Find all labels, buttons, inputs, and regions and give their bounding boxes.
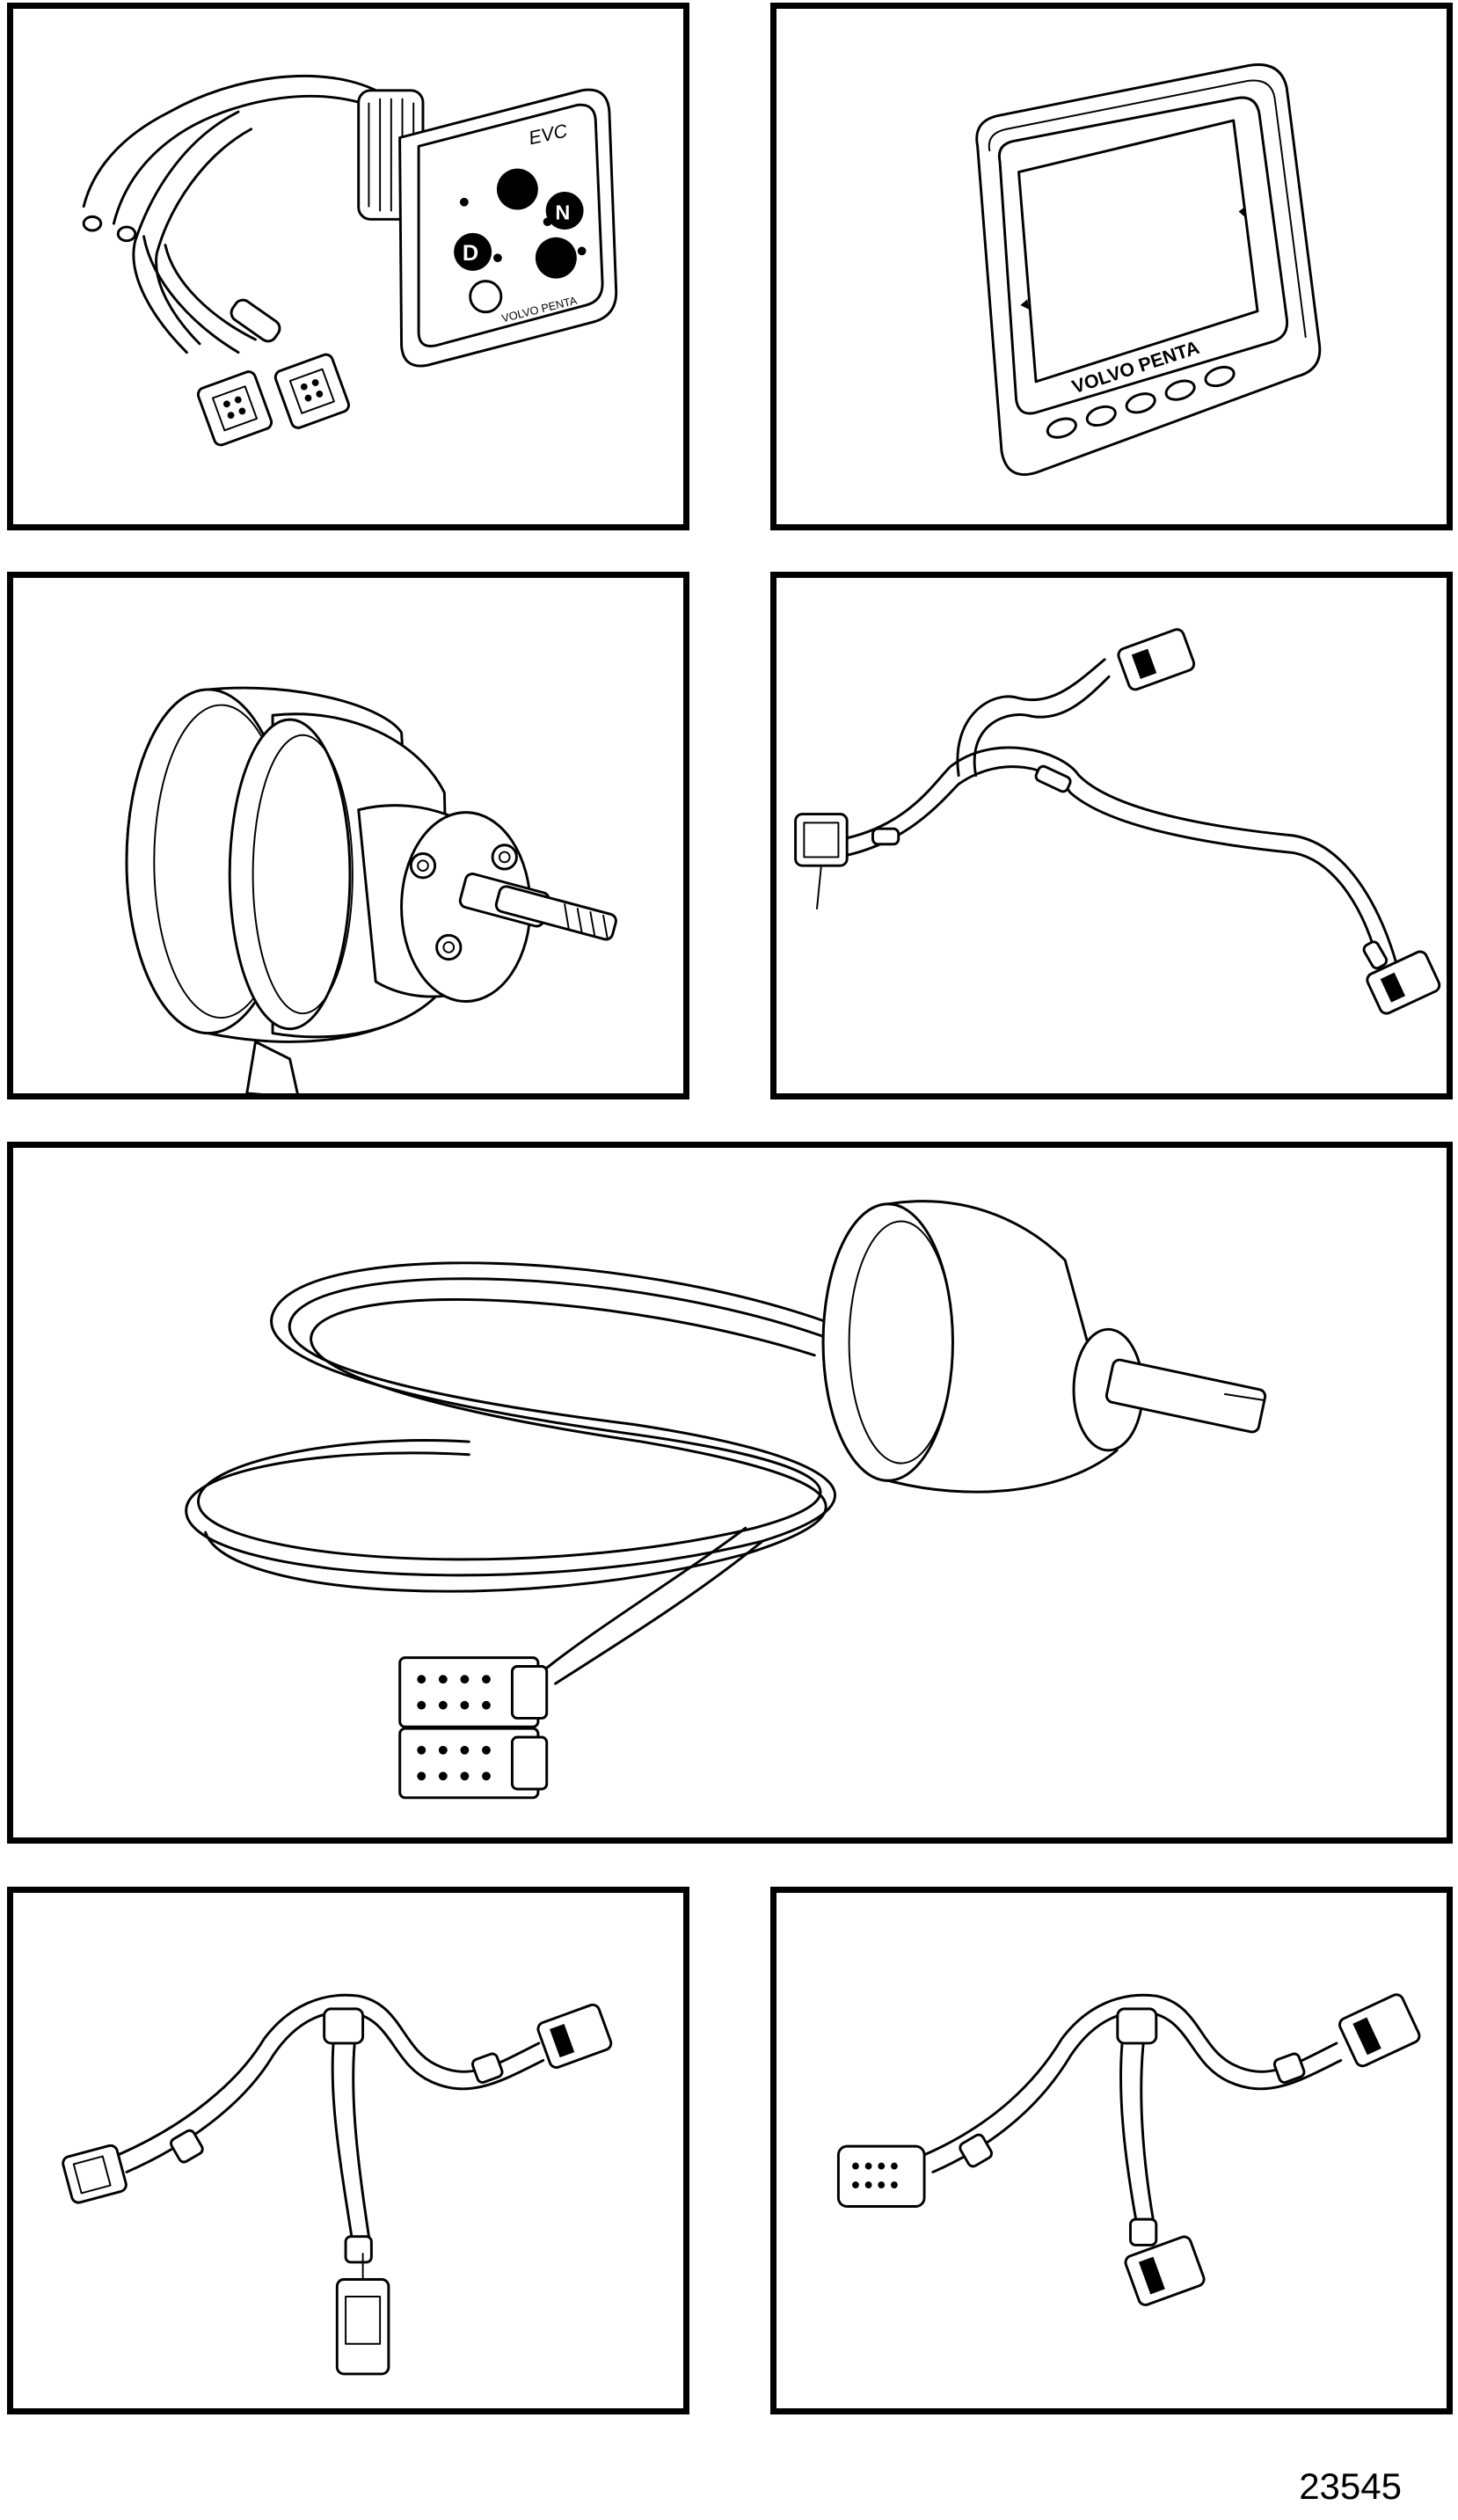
panel-y-harness-right xyxy=(770,1887,1453,2414)
evc-control-panel-drawing: EVC D N VOLVO PENTA xyxy=(82,75,618,447)
panel-sensor-cable xyxy=(7,1142,1453,1844)
panel-display-unit: VOLVO PENTA xyxy=(770,3,1453,530)
button-d-label: D xyxy=(463,241,478,266)
sensor-cable-drawing xyxy=(185,1200,1267,1800)
figure-number: 23545 xyxy=(1299,2465,1402,2507)
y-harness-left-drawing xyxy=(62,1993,613,2376)
panel-harness-y xyxy=(770,572,1453,1099)
panel-y-harness-left xyxy=(7,1887,689,2414)
harness-y-drawing xyxy=(794,628,1441,1015)
panel-evc-control-panel: EVC D N VOLVO PENTA xyxy=(7,3,689,530)
y-harness-right-drawing xyxy=(836,1993,1421,2306)
gauge-sensor-drawing xyxy=(125,686,617,1093)
button-n-label: N xyxy=(555,201,570,223)
panel-gauge-sensor xyxy=(7,572,689,1099)
display-unit-drawing: VOLVO PENTA xyxy=(975,63,1322,476)
